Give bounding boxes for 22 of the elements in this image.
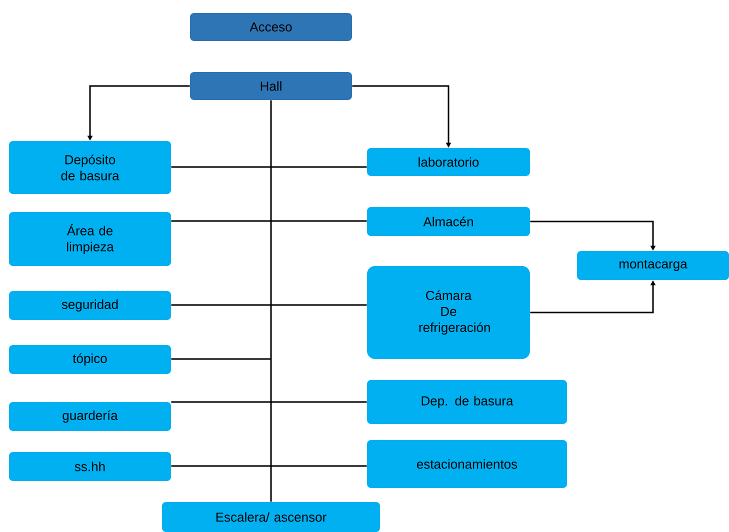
- room-box: laboratorio: [367, 148, 530, 176]
- room-box: Área de limpieza: [9, 212, 171, 266]
- connector: [171, 220, 367, 222]
- room-box: montacarga: [577, 251, 729, 280]
- connector: [171, 465, 367, 467]
- room-box: tópico: [9, 345, 171, 374]
- connector: [270, 100, 272, 502]
- room-box: Cámara De refrigeración: [367, 266, 530, 359]
- connector: [171, 358, 271, 360]
- room-box: ss.hh: [9, 452, 171, 481]
- room-box: Escalera/ ascensor: [162, 502, 380, 532]
- room-box: Depósito de basura: [9, 141, 171, 194]
- room-box: guardería: [9, 402, 171, 431]
- connector: [171, 304, 367, 306]
- connector: [171, 166, 367, 168]
- connector: [171, 401, 367, 403]
- room-box: Dep. de basura: [367, 380, 567, 424]
- room-box: seguridad: [9, 291, 171, 320]
- room-box: Acceso: [190, 13, 352, 41]
- room-box: estacionamientos: [367, 440, 567, 488]
- room-box: Hall: [190, 72, 352, 100]
- room-box: Almacén: [367, 207, 530, 236]
